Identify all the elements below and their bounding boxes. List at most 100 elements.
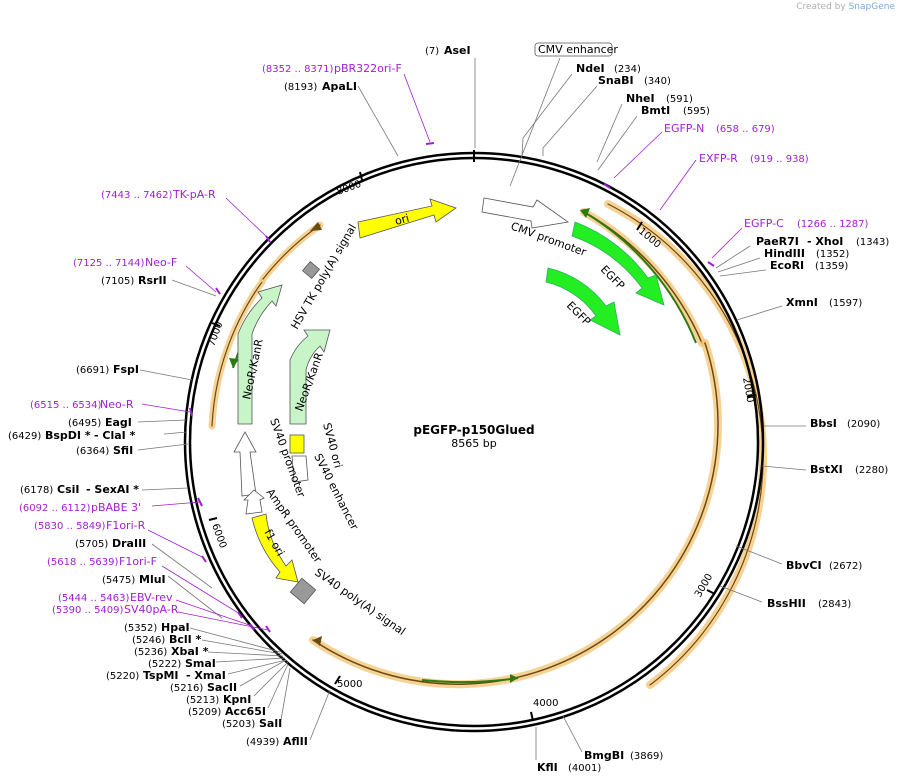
orf-arrow-head-1: [310, 222, 322, 231]
hpaI-pos: (5352): [124, 623, 157, 634]
bmgBI-label: BmgBI: [584, 749, 624, 762]
sv40-polya-box: [289, 577, 317, 605]
salI-pos: (5203): [222, 719, 255, 730]
xmnI-label: XmnI: [786, 296, 818, 309]
acc65I-pos: (5209): [188, 707, 221, 718]
cmv-enhancer-label: CMV enhancer: [538, 43, 618, 56]
bstXI-label: BstXI: [810, 463, 843, 476]
exfp-r-pos: (919 .. 938): [750, 154, 809, 165]
neokan-arrow-2: [289, 329, 331, 425]
bstXI-pos: (2280): [855, 465, 888, 476]
paer7I-label: PaeR7I: [756, 235, 799, 248]
mluI-pos: (5475): [102, 575, 135, 586]
csiI-pos: (6178): [20, 485, 53, 496]
snabI-label: SnaBI: [598, 74, 634, 87]
cmv-enhancer-box: [534, 42, 613, 57]
features: [233, 197, 665, 605]
primer-labels: (8352 .. 8371) pBR322ori-F EGFP-N (658 .…: [19, 62, 869, 616]
draIII-pos: (5705): [75, 539, 108, 550]
bclI-pos: (5246): [132, 635, 165, 646]
eagI-label: EagI: [105, 416, 132, 429]
snapgene-logo: SnapGene: [848, 2, 895, 12]
primer-leaders: [141, 73, 743, 633]
neo-f-label: Neo-F: [145, 256, 177, 269]
salI-label: SalI: [259, 717, 282, 730]
snapgene-credit: Created by SnapGene: [796, 2, 895, 12]
orf-arrow-head-3: [580, 208, 590, 218]
sacII-label: SacII: [207, 681, 237, 694]
egfp-n-label: EGFP-N: [664, 122, 704, 135]
plasmid-length: 8565 bp: [451, 437, 496, 450]
orf-arrow-head-5: [229, 358, 239, 368]
orf-arrow-head-4: [510, 674, 518, 683]
sfiI-label: SfiI: [113, 444, 133, 457]
apaLI-label: ApaLI: [322, 80, 357, 93]
aflII-pos: (4939): [246, 737, 279, 748]
tk-pa-r-label: TK-pA-R: [172, 188, 216, 201]
ebv-rev-label: EBV-rev: [130, 591, 173, 604]
neokan-arrow-1: [237, 284, 283, 425]
enzyme-leaders: [137, 57, 807, 760]
sv40pa-r-label: SV40pA-R: [124, 603, 179, 616]
tk-pa-r-pos: (7443 .. 7462): [101, 190, 173, 201]
tick-4000: 4000: [533, 698, 558, 709]
f1-ori-arrow: [251, 513, 299, 583]
tspMI-label: TspMI: [143, 669, 179, 682]
bmtI-pos: (595): [683, 106, 710, 117]
mluI-label: MluI: [139, 573, 166, 586]
f1ori-f-pos: (5618 .. 5639): [47, 557, 119, 568]
neo-r-label: Neo-R: [100, 398, 134, 411]
apaLI-pos: (8193): [284, 82, 317, 93]
egfp-n-pos: (658 .. 679): [716, 124, 775, 135]
ndeI-label: NdeI: [576, 62, 605, 75]
tick-6000: 6000: [209, 522, 228, 550]
smaI-pos: (5222): [148, 659, 181, 670]
xmnI-pos: (1597): [829, 298, 862, 309]
bbvCI-pos: (2672): [829, 561, 862, 572]
fspI-label: FspI: [113, 363, 139, 376]
acc65I-label: Acc65I: [225, 705, 266, 718]
plasmid-name: pEGFP-p150Glued: [413, 423, 534, 437]
tick-8000: 8000: [335, 179, 363, 198]
smaI-label: SmaI: [185, 657, 216, 670]
egfp-label-1: EGFP: [598, 263, 628, 293]
sv40-polya-label: SV40 poly(A) signal: [312, 566, 407, 638]
hindIII-label: HindIII: [764, 247, 805, 260]
neo-r-pos: (6515 .. 6534): [30, 400, 102, 411]
sv40pa-r-pos: (5390 .. 5409): [52, 605, 124, 616]
bspDI-pos: (6429): [8, 431, 41, 442]
pbabe3-label: pBABE 3': [91, 501, 141, 514]
bbsI-pos: (2090): [847, 419, 880, 430]
xbaI-pos: (5236): [134, 647, 167, 658]
feature-labels: CMV enhancer CMV promoter EGFP EGFP ori …: [240, 42, 628, 638]
egfp-c-pos: (1266 .. 1287): [797, 219, 869, 230]
xhoI-pos: (1343): [856, 237, 889, 248]
ori-label: ori: [393, 212, 410, 228]
claI-label: - ClaI *: [94, 429, 136, 442]
rsrII-label: RsrII: [138, 274, 167, 287]
aseI-label: AseI: [444, 44, 471, 57]
xmaI-label: - XmaI: [186, 669, 226, 682]
pbr322ori-f-pos: (8352 .. 8371): [262, 64, 334, 75]
draIII-label: DraIII: [112, 537, 146, 550]
kpnI-pos: (5213): [186, 695, 219, 706]
bspDI-label: BspDI *: [45, 429, 91, 442]
nheI-pos: (591): [666, 94, 693, 105]
tick-2000: 2000: [740, 377, 755, 404]
eagI-pos: (6495): [68, 418, 101, 429]
nheI-label: NheI: [626, 92, 655, 105]
bmtI-label: BmtI: [641, 104, 670, 117]
hpaI-label: HpaI: [161, 621, 190, 634]
ori-arrow: [357, 198, 457, 239]
ecoRI-pos: (1359): [815, 261, 848, 272]
sacII-pos: (5216): [170, 683, 203, 694]
kflI-pos: (4001): [568, 763, 601, 774]
f1ori-f-label: F1ori-F: [119, 555, 157, 568]
csiI-label: CsiI: [57, 483, 79, 496]
ndeI-pos: (234): [614, 64, 641, 75]
aflII-label: AflII: [283, 735, 308, 748]
bclI-label: BclI *: [169, 633, 202, 646]
f1ori-r-pos: (5830 .. 5849): [34, 521, 106, 532]
sexAI-label: - SexAI *: [86, 483, 139, 496]
